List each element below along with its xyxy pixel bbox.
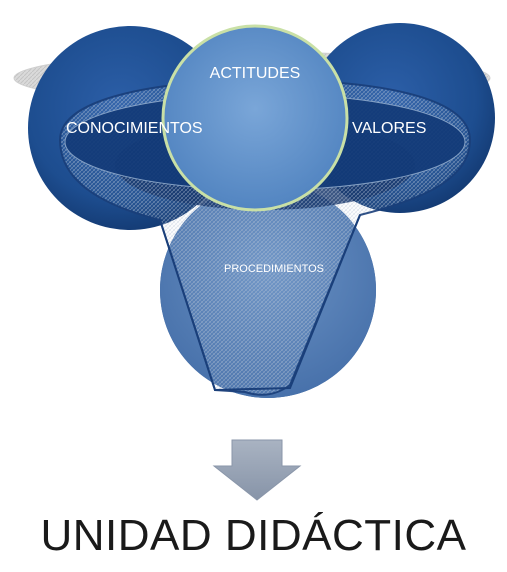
- label-procedimientos: PROCEDIMIENTOS: [224, 263, 324, 275]
- down-arrow-icon: [212, 439, 302, 501]
- result-title: UNIDAD DIDÁCTICA: [40, 511, 467, 560]
- label-conocimientos: CONOCIMIENTOS: [66, 120, 203, 137]
- label-actitudes: ACTITUDES: [210, 65, 301, 82]
- label-valores: VALORES: [352, 120, 426, 137]
- circle-actitudes: [161, 24, 349, 212]
